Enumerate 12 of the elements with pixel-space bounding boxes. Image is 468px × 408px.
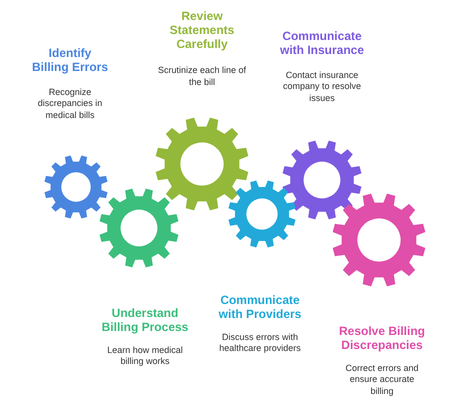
step-description: Discuss errors with healthcare providers xyxy=(218,332,302,355)
step-heading: Review Statements Carefully xyxy=(168,10,236,52)
step-description: Scrutinize each line of the bill xyxy=(156,65,248,89)
step-heading: Understand Billing Process xyxy=(100,307,190,335)
step-heading: Identify Billing Errors xyxy=(30,47,109,75)
step-description: Contact insurance company to resolve issues xyxy=(282,70,362,105)
step-description: Learn how medical billing works xyxy=(106,344,184,368)
step-description: Correct errors and ensure accurate billing xyxy=(344,362,420,398)
step-heading: Communicate with Providers xyxy=(218,294,302,322)
step-description: Recognize discrepancies in medical bills xyxy=(36,86,104,122)
step-heading: Communicate with Insurance xyxy=(278,30,366,58)
step-heading: Resolve Billing Discrepancies xyxy=(338,325,426,353)
